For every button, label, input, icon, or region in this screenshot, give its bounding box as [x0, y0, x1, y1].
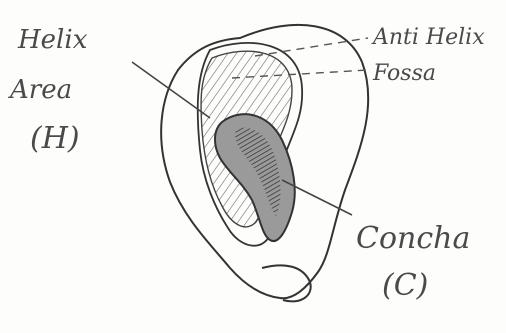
concha-code-label: (C) — [382, 268, 428, 303]
helix-label-line1: Helix — [17, 25, 88, 55]
anti-helix-label: Anti Helix — [371, 25, 485, 50]
concha-label: Concha — [356, 221, 470, 256]
fossa-label: Fossa — [372, 61, 436, 86]
helix-code-label: (H) — [30, 121, 80, 156]
helix-label-line2: Area — [8, 75, 72, 105]
